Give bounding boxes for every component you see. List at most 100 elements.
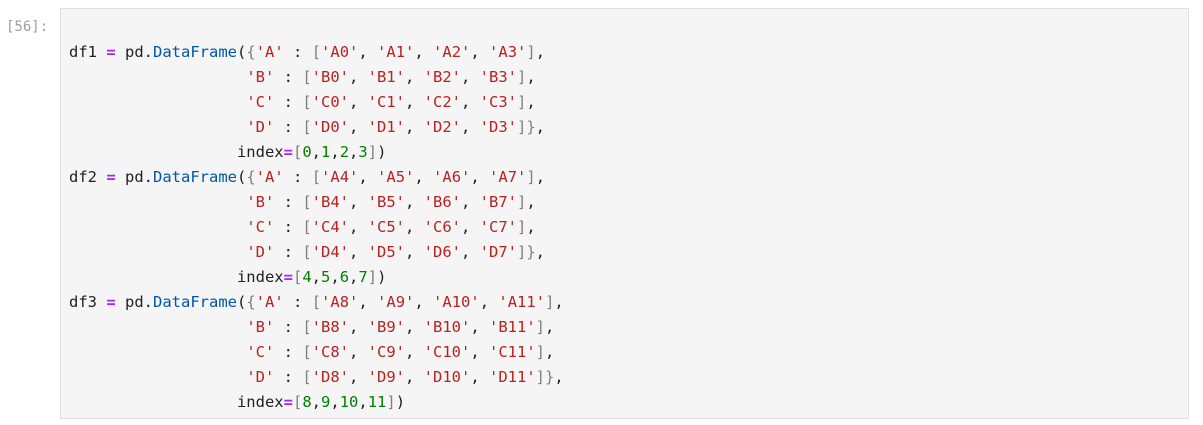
string-token: 'B3' — [479, 68, 517, 86]
plain-token: , — [554, 293, 564, 311]
plain-token: : — [274, 118, 303, 136]
plain-token: , — [349, 268, 359, 286]
plain-token: , — [358, 168, 378, 186]
string-token: 'B8' — [311, 318, 349, 336]
plain-token: , — [358, 293, 378, 311]
bracket-token: ] — [367, 143, 378, 161]
number-token: 1 — [321, 143, 331, 161]
plain-token: , — [311, 268, 322, 286]
plain-token: , — [460, 218, 480, 236]
string-token: 'D10' — [423, 368, 471, 386]
string-token: 'D6' — [423, 243, 461, 261]
plain-token: index — [69, 268, 284, 286]
plain-token: , — [348, 218, 368, 236]
bracket-token: ] — [535, 318, 546, 336]
plain-token: , — [348, 318, 368, 336]
plain-token: , — [349, 143, 359, 161]
plain-token — [97, 293, 106, 311]
bracket-token: [ — [292, 393, 303, 411]
string-token: 'B9' — [367, 318, 405, 336]
string-token: 'C11' — [489, 343, 536, 361]
string-token: 'A' — [255, 43, 284, 61]
code-line: index=[8,9,10,11]) — [69, 390, 564, 415]
string-token: 'B' — [246, 68, 275, 86]
plain-token: , — [526, 93, 536, 111]
plain-token: , — [404, 193, 424, 211]
string-token: 'D7' — [479, 243, 517, 261]
string-token: 'C7' — [479, 218, 517, 236]
bracket-token: ] — [386, 393, 396, 411]
code-line: index=[4,5,6,7]) — [69, 265, 564, 290]
string-token: 'B' — [246, 193, 275, 211]
operator-token: = — [283, 143, 293, 161]
plain-token: : — [274, 218, 303, 236]
bracket-token: ] — [516, 218, 527, 236]
string-token: 'A11' — [498, 293, 546, 311]
plain-token: , — [460, 68, 480, 86]
code-line: 'B' : ['B4', 'B5', 'B6', 'B7'], — [69, 190, 564, 215]
bracket-token: ] — [535, 343, 546, 361]
bracket-token: [ — [302, 93, 312, 111]
string-token: 'B2' — [423, 68, 461, 86]
string-token: 'A7' — [489, 168, 527, 186]
plain-token: ) — [377, 143, 387, 161]
bracket-token: [ — [302, 218, 312, 236]
plain-token: ( — [237, 293, 247, 311]
variable-token: df3 — [69, 293, 97, 311]
code-line: 'D' : ['D8', 'D9', 'D10', 'D11']}, — [69, 365, 564, 390]
number-token: 9 — [321, 393, 331, 411]
code-line: 'C' : ['C4', 'C5', 'C6', 'C7'], — [69, 215, 564, 240]
bracket-token: [ — [302, 318, 312, 336]
string-token: 'D8' — [311, 368, 349, 386]
string-token: 'C1' — [367, 93, 405, 111]
string-token: 'C' — [246, 218, 275, 236]
bracket-token: ] — [516, 93, 527, 111]
string-token: 'B11' — [489, 318, 536, 336]
bracket-token: { — [246, 43, 256, 61]
plain-token: , — [348, 93, 368, 111]
code-editor-input[interactable]: df1 = pd.DataFrame({'A' : ['A0', 'A1', '… — [60, 8, 1189, 419]
code-line: 'B' : ['B0', 'B1', 'B2', 'B3'], — [69, 65, 564, 90]
bracket-token: [ — [311, 293, 322, 311]
plain-token: ( — [237, 43, 247, 61]
string-token: 'B10' — [423, 318, 471, 336]
number-token: 11 — [367, 393, 387, 411]
plain-token: : — [274, 368, 303, 386]
plain-token: , — [414, 43, 434, 61]
plain-token: , — [545, 343, 555, 361]
string-token: 'A5' — [377, 168, 415, 186]
code-line: 'D' : ['D0', 'D1', 'D2', 'D3']}, — [69, 115, 564, 140]
string-token: 'D1' — [367, 118, 405, 136]
code-line: df2 = pd.DataFrame({'A' : ['A4', 'A5', '… — [69, 165, 564, 190]
bracket-token: { — [246, 168, 256, 186]
variable-token: df2 — [69, 168, 97, 186]
plain-token: , — [535, 243, 545, 261]
plain-token — [69, 68, 246, 86]
string-token: 'A' — [255, 168, 284, 186]
string-token: 'B6' — [423, 193, 461, 211]
plain-token: , — [330, 268, 340, 286]
string-token: 'A4' — [321, 168, 359, 186]
bracket-token: [ — [302, 243, 312, 261]
plain-token: , — [414, 168, 434, 186]
string-token: 'D4' — [311, 243, 349, 261]
string-token: 'C10' — [423, 343, 471, 361]
plain-token: , — [460, 93, 480, 111]
operator-token: = — [106, 293, 116, 311]
code-line: 'B' : ['B8', 'B9', 'B10', 'B11'], — [69, 315, 564, 340]
plain-token: , — [330, 393, 340, 411]
plain-token: ) — [395, 393, 406, 411]
plain-token: , — [330, 143, 340, 161]
plain-token: , — [348, 118, 368, 136]
bracket-token: { — [246, 293, 256, 311]
plain-token: , — [526, 218, 536, 236]
bracket-token: [ — [292, 143, 303, 161]
plain-token: : — [283, 168, 312, 186]
number-token: 6 — [339, 268, 350, 286]
plain-token: : — [274, 93, 303, 111]
bracket-token: ] — [526, 43, 536, 61]
bracket-token: [ — [311, 43, 322, 61]
operator-token: = — [283, 268, 293, 286]
plain-token: index — [69, 143, 284, 161]
plain-token: , — [470, 43, 490, 61]
